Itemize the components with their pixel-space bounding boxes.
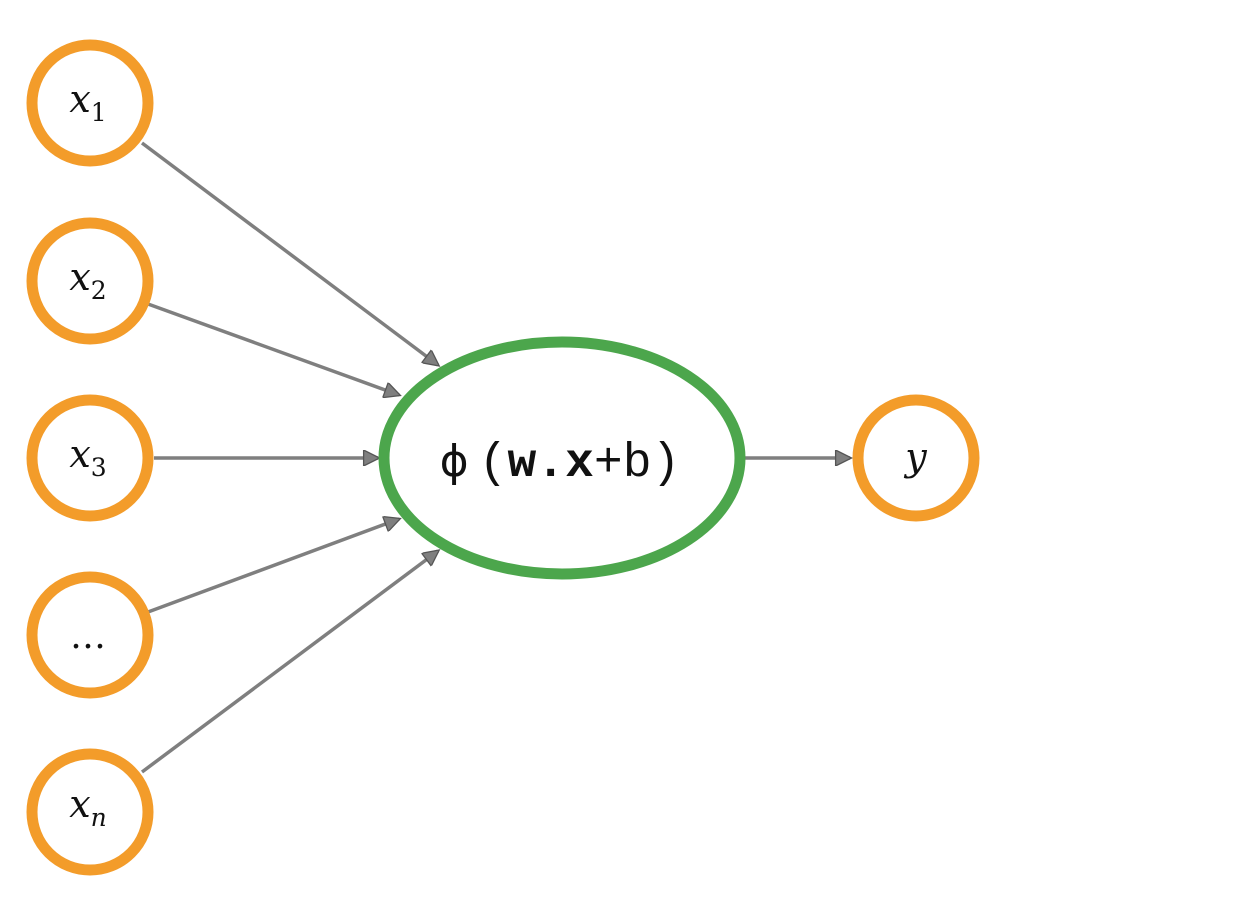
output-node: y xyxy=(852,394,980,522)
input-label: … xyxy=(70,616,106,657)
input-circle xyxy=(26,571,154,699)
input-circle xyxy=(26,39,154,167)
output-circle xyxy=(852,394,980,522)
input-node-ellipsis: … xyxy=(26,571,154,699)
input-node-x2: x2 xyxy=(26,217,154,345)
input-node-x1: x1 xyxy=(26,39,154,167)
output-label: y xyxy=(903,435,927,479)
edge-x2 xyxy=(147,302,399,395)
edge-xn xyxy=(140,551,438,774)
input-edges xyxy=(140,141,438,774)
input-label: x1 xyxy=(69,77,106,127)
input-circle xyxy=(26,748,154,876)
input-label: x3 xyxy=(69,432,106,482)
edge-x1 xyxy=(140,141,438,365)
neuron-formula: ϕ(w.x+b) xyxy=(440,436,681,491)
input-circle xyxy=(26,217,154,345)
neuron-node: ϕ(w.x+b) xyxy=(378,336,746,580)
neuron-ellipse xyxy=(378,336,746,580)
input-label: x2 xyxy=(69,255,106,305)
input-label: xn xyxy=(69,782,107,832)
input-circle xyxy=(26,394,154,522)
input-node-xn: xn xyxy=(26,748,154,876)
edge-ellipsis xyxy=(147,519,399,614)
input-nodes: x1 x2 x3 … xn xyxy=(26,39,154,876)
input-node-x3: x3 xyxy=(26,394,154,522)
